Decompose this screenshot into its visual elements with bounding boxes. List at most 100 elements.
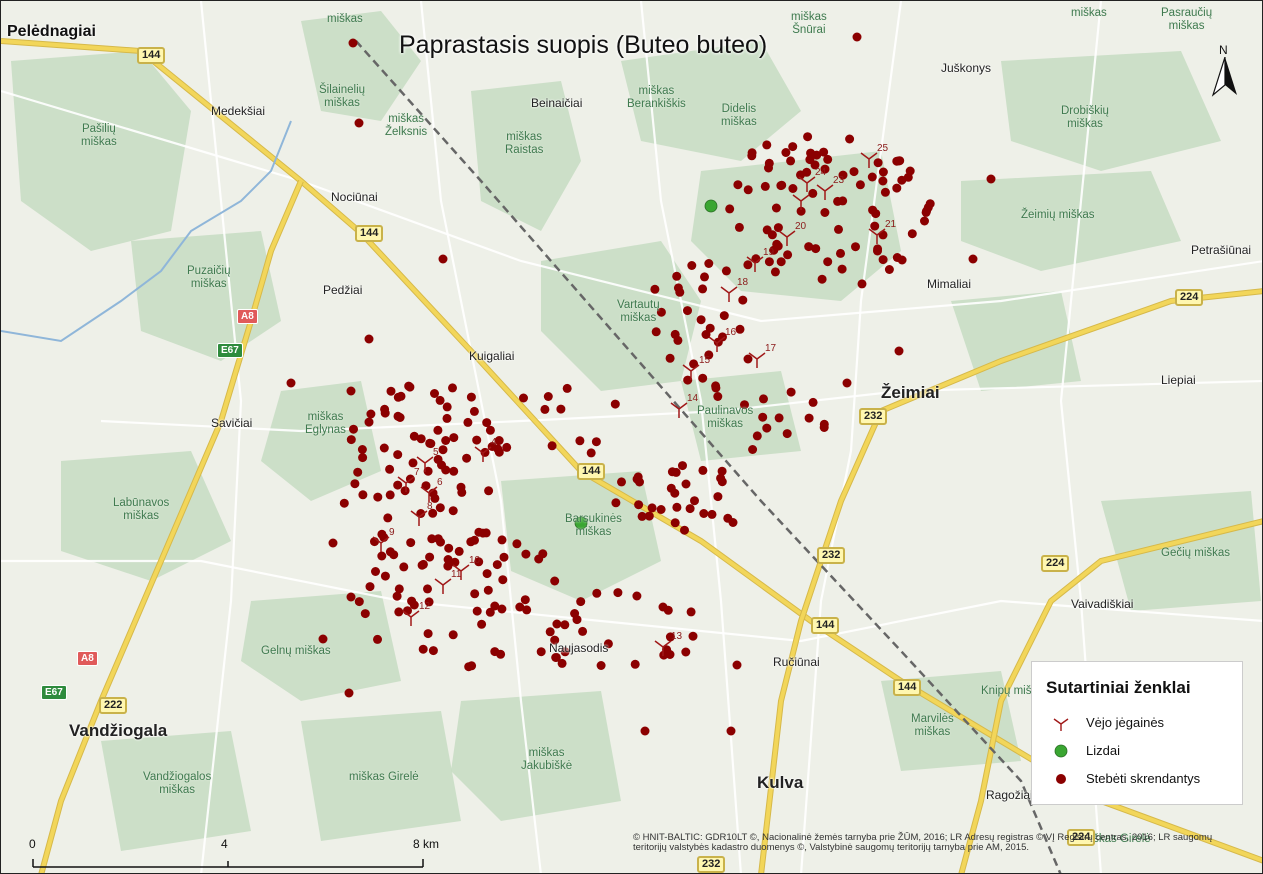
flying-observation-dot <box>650 284 660 294</box>
turbine-icon[interactable] <box>778 230 796 246</box>
turbine-icon[interactable] <box>816 184 834 200</box>
flying-observation-dot <box>764 163 773 173</box>
flying-observation-dot <box>443 561 453 571</box>
flying-observation-dot <box>425 552 435 562</box>
flying-observation-dot <box>683 375 693 385</box>
flying-observation-dot <box>364 417 374 427</box>
flying-observation-dot <box>550 635 560 645</box>
turbine-icon[interactable] <box>397 476 415 492</box>
flying-observation-dot <box>878 176 888 186</box>
flying-observation-dot <box>575 436 585 446</box>
turbine-icon[interactable] <box>720 286 738 302</box>
flying-observation-dot <box>776 257 786 267</box>
turbine-icon[interactable] <box>860 152 878 168</box>
flying-observation-dot <box>428 646 438 656</box>
flying-observation-dot <box>637 511 647 521</box>
turbine-icon[interactable] <box>474 446 492 462</box>
flying-observation-dot <box>436 537 445 547</box>
flying-observation-dot <box>788 184 798 193</box>
flying-observation-dot <box>767 230 777 240</box>
turbine-icon[interactable] <box>682 364 700 380</box>
turbine-icon[interactable] <box>416 456 434 472</box>
road-shield: A8 <box>77 651 98 666</box>
flying-observation-dot <box>385 490 395 500</box>
place-label: Juškonys <box>941 61 992 75</box>
flying-observation-dot <box>383 513 393 523</box>
flying-observation-dot <box>834 224 843 234</box>
flying-observation-dot <box>348 38 358 48</box>
forest-label: miškas Girelė <box>349 771 419 783</box>
flying-observation-dot <box>688 631 698 641</box>
turbine-icon[interactable] <box>708 336 726 352</box>
turbine-icon[interactable] <box>420 486 438 502</box>
flying-observation-dot <box>713 492 723 502</box>
turbine-icon[interactable] <box>372 536 390 552</box>
north-arrow-shape <box>1211 57 1237 97</box>
flying-observation-dot <box>464 662 474 672</box>
flying-observation-dot <box>557 658 567 668</box>
flying-observation-dot <box>437 460 446 470</box>
flying-observation-dot <box>812 150 822 160</box>
forest-patch <box>691 151 901 301</box>
flying-observation-dot <box>346 386 356 396</box>
flying-observation-dot <box>481 528 491 538</box>
place-label: Žeimiai <box>881 383 940 402</box>
flying-observation-dot <box>477 619 487 629</box>
turbine-icon[interactable] <box>434 578 452 594</box>
flying-observation-dot <box>408 458 418 468</box>
flying-observation-dot <box>700 272 709 282</box>
flying-observation-dot <box>878 167 888 177</box>
turbine-number-label: 14 <box>687 393 699 404</box>
nest-icon[interactable] <box>704 199 718 213</box>
road-shield: 224 <box>1067 829 1096 846</box>
turbine-number-label: 17 <box>765 343 777 354</box>
flying-observation-dot <box>845 134 855 144</box>
flying-observation-dot <box>442 402 452 412</box>
flying-observation-dot <box>752 431 762 441</box>
turbine-icon[interactable] <box>748 352 766 368</box>
nest-icon[interactable] <box>574 516 588 530</box>
turbine-icon[interactable] <box>746 256 764 272</box>
flying-observation-dot <box>873 244 883 254</box>
turbine-icon[interactable] <box>798 176 816 192</box>
flying-observation-dot <box>349 424 358 434</box>
flying-observation-dot <box>892 156 902 166</box>
flying-observation-dot <box>675 287 685 297</box>
flying-observation-dot <box>788 142 798 152</box>
flying-observation-dot <box>907 229 917 239</box>
minor-road <box>800 1 903 873</box>
turbine-icon[interactable] <box>868 228 886 244</box>
flying-observation-dot <box>512 539 522 549</box>
flying-observation-dot <box>851 242 860 252</box>
turbine-icon[interactable] <box>452 564 470 580</box>
forest-label: miškas Girelė <box>1081 833 1151 845</box>
flying-observation-dot <box>492 560 502 570</box>
turbine-icon[interactable] <box>654 640 672 656</box>
flying-observation-dot <box>734 222 744 232</box>
flying-observation-dot <box>632 591 642 601</box>
flying-observation-dot <box>485 607 495 617</box>
turbine-number-label: 8 <box>427 501 433 512</box>
turbine-icon[interactable] <box>792 194 810 210</box>
flying-observation-dot <box>690 496 699 506</box>
turbine-icon[interactable] <box>410 510 428 526</box>
flying-observation-dot <box>494 436 504 445</box>
flying-observation-dot <box>498 575 508 585</box>
turbine-number-label: 23 <box>833 175 845 186</box>
flying-observation-dot <box>897 175 907 185</box>
flying-observation-dot <box>725 204 735 214</box>
place-label: Savičiai <box>211 416 253 430</box>
turbine-icon[interactable] <box>402 610 420 626</box>
turbine-icon[interactable] <box>670 402 688 418</box>
place-label: Kulva <box>757 773 804 792</box>
flying-observation-dot <box>819 147 829 157</box>
flying-observation-dot <box>968 254 978 264</box>
road-shield: 224 <box>1175 289 1204 306</box>
flying-observation-dot <box>426 439 436 449</box>
flying-observation-dot <box>719 311 729 321</box>
